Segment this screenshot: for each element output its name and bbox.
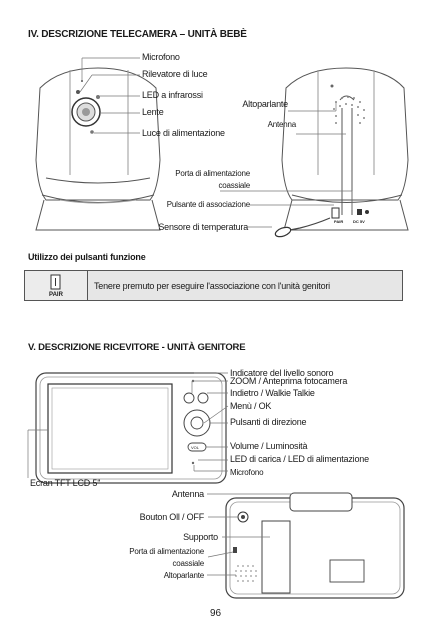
port-label-dc: DC 5V	[353, 219, 365, 224]
monitor-speaker-grille	[235, 565, 257, 582]
label-lcd-screen: Ecran TFT LCD 5''	[30, 478, 101, 488]
label-monitor-antenna: Antenna	[171, 489, 204, 499]
pair-description: Tenere premuto per eseguire l'associazio…	[94, 280, 330, 291]
label-back: Indietro / Walkie Talkie	[230, 388, 315, 398]
pair-port	[331, 207, 340, 219]
dc-port	[357, 209, 362, 215]
port-label-pair: PAIR	[334, 219, 344, 224]
light-sensor	[76, 90, 80, 94]
power-light	[90, 130, 94, 134]
section-title-camera: IV. DESCRIZIONE TELECAMERA – UNITÀ BEBÈ	[28, 29, 247, 40]
pair-icon-cell: PAIR	[25, 271, 88, 300]
label-sound-level: Indicatore del livello sonoro	[230, 368, 334, 378]
label-monitor-port-line2: coassiale	[172, 559, 204, 568]
camera-microphone	[81, 80, 83, 82]
label-menu: Menù / OK	[230, 401, 272, 411]
camera-back-illustration	[281, 67, 409, 231]
label-speaker: Altoparlante	[242, 99, 288, 109]
temperature-sensor	[274, 226, 292, 238]
label-coax-port-line2: coassiale	[218, 181, 250, 190]
section-title-parent-unit: V. DESCRIZIONE RICEVITORE - UNITÀ GENITO…	[28, 342, 246, 353]
monitor-screen	[47, 383, 173, 474]
label-direction: Pulsanti di direzione	[230, 417, 307, 427]
monitor-stand	[261, 520, 291, 594]
label-monitor-microphone: Microfono	[230, 468, 264, 477]
monitor-antenna	[289, 492, 353, 512]
menu-ok-button	[190, 416, 204, 430]
label-antenna: Antenna	[267, 120, 297, 129]
label-lens: Lente	[142, 107, 164, 117]
label-light-sensor: Rilevatore di luce	[142, 69, 208, 79]
pair-icon-label: PAIR	[49, 292, 63, 298]
camera-speaker-grille	[333, 96, 365, 124]
label-monitor-speaker: Altoparlante	[163, 571, 204, 580]
camera-front-illustration	[35, 67, 161, 231]
monitor-back-illustration	[225, 492, 405, 599]
label-volume: Volume / Luminosità	[230, 441, 308, 451]
label-infrared-led: LED a infrarossi	[142, 90, 203, 100]
zoom-button	[183, 392, 195, 404]
label-stand: Supporto	[183, 532, 218, 542]
label-microphone: Microfono	[142, 52, 180, 62]
label-temperature-sensor: Sensore di temperatura	[158, 222, 248, 232]
function-buttons-table: PAIR Tenere premuto per eseguire l'assoc…	[24, 270, 403, 301]
infrared-led	[96, 95, 100, 99]
label-monitor-port-line1: Porta di alimentazione	[129, 547, 204, 556]
label-charge-led: LED di carica / LED di alimentazione	[230, 454, 369, 464]
label-power-switch: Bouton Oll / OFF	[139, 512, 205, 522]
vol-button-label: VOL	[191, 445, 200, 450]
page-number: 96	[209, 608, 222, 619]
pair-button-icon	[50, 274, 61, 290]
back-button	[197, 392, 209, 404]
monitor-front-illustration	[35, 372, 227, 484]
label-power-light: Luce di alimentazione	[142, 128, 225, 138]
label-pair-button: Pulsante di associazione	[166, 200, 250, 209]
label-coax-port-line1: Porta di alimentazione	[175, 169, 250, 178]
monitor-power-port	[233, 547, 237, 553]
label-zoom: ZOOM / Anteprima fotocamera	[230, 376, 348, 386]
function-buttons-title: Utilizzo dei pulsanti funzione	[28, 252, 146, 262]
